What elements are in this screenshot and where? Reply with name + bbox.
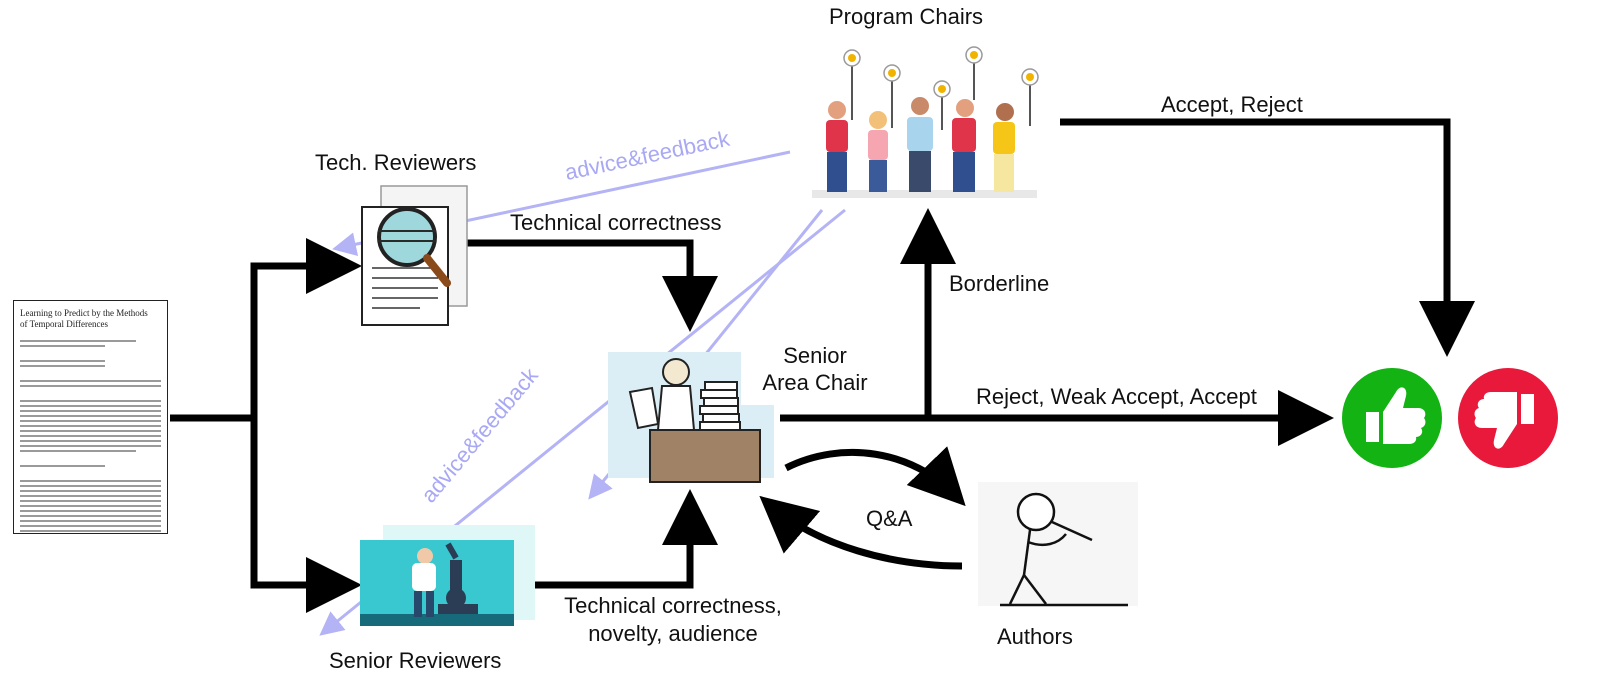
chair-person-1 [826, 49, 861, 192]
borderline-label: Borderline [949, 271, 1050, 296]
program-chairs-label: Program Chairs [829, 4, 984, 29]
paper-title-line1: Learning to Predict by the Methods [20, 308, 148, 318]
author-icon [978, 482, 1138, 607]
arrow-paper-to-tech-reviewers [250, 238, 362, 418]
paper-title: Learning to Predict by the Methods of Te… [20, 308, 161, 330]
authors-label: Authors [997, 624, 1073, 649]
arrow-qa-to-area-chair [759, 495, 963, 570]
paper-title-line2: of Temporal Differences [20, 319, 109, 329]
accept-decision [1342, 368, 1442, 468]
flow-arrows [170, 118, 1475, 613]
technical-correctness-label: Technical correctness [510, 210, 722, 235]
senior-area-chair-label-line1: Senior [783, 343, 847, 368]
chair-person-2 [868, 64, 901, 192]
senior-reviewers-icon [360, 525, 535, 626]
chair-person-4 [933, 80, 976, 192]
thumbs-down-icon [1474, 392, 1534, 449]
arrow-tech-to-area-chair [465, 239, 718, 332]
accept-reject-label: Accept, Reject [1161, 92, 1303, 117]
submitted-paper: Learning to Predict by the Methods of Te… [13, 300, 168, 534]
senior-reviewers-label: Senior Reviewers [329, 648, 502, 673]
program-chairs-illustration [812, 46, 1039, 198]
reject-decision [1458, 368, 1558, 468]
senior-criteria-label-line1: Technical correctness, [564, 593, 782, 618]
tech-reviewers-icon [361, 185, 468, 326]
arrow-qa-to-authors [784, 446, 966, 507]
qa-label: Q&A [866, 506, 913, 531]
thumbs-up-icon [1366, 387, 1426, 444]
chair-person-3 [907, 97, 933, 192]
arrow-senior-to-area-chair [512, 489, 718, 589]
arrow-paper-to-senior-reviewers [250, 418, 362, 613]
chair-person-5 [965, 46, 1039, 192]
senior-area-chair-icon [608, 352, 774, 483]
tech-reviewers-label: Tech. Reviewers [315, 150, 477, 175]
reject-weak-accept-accept-label: Reject, Weak Accept, Accept [976, 384, 1257, 409]
senior-area-chair-label-line2: Area Chair [762, 370, 868, 395]
arrow-program-chairs-to-decision [1060, 118, 1475, 357]
senior-criteria-label-line2: novelty, audience [588, 621, 758, 646]
